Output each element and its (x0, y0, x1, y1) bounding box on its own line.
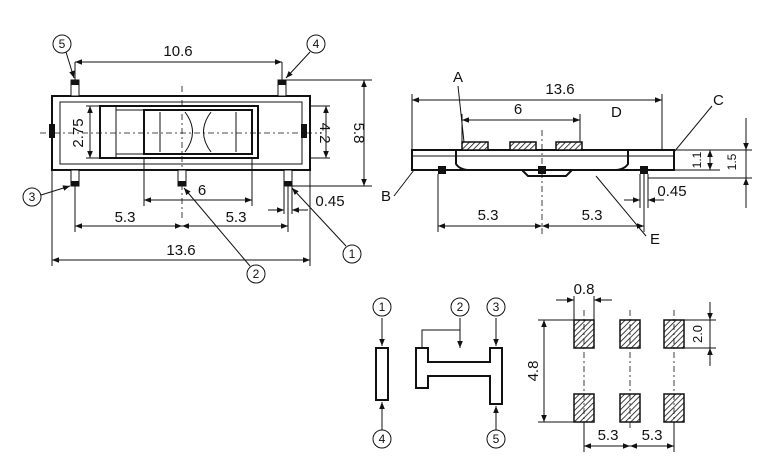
schematic: 1 4 2 3 5 (373, 298, 505, 448)
side-pin-mid (538, 166, 546, 174)
footprint: 0.8 2.0 4.8 5.3 5.3 (525, 281, 716, 452)
side-bump-right (556, 142, 582, 150)
side-view: 13.6 6 5.3 5.3 0.45 1.1 1.5 A B C (381, 69, 752, 248)
dim-side-5-3-left: 5.3 (478, 207, 499, 224)
dim-side-1-5: 1.5 (725, 153, 739, 170)
callout-pin-2: 2 (184, 188, 265, 283)
dim-fp-5-3-left: 5.3 (598, 427, 619, 444)
dim-side-0-45: 0.45 (657, 183, 686, 200)
side-bump-left (462, 142, 488, 150)
svg-text:5: 5 (59, 37, 66, 51)
top-right-tab (301, 124, 307, 138)
side-actuator-base (456, 150, 628, 170)
dim-side-1-1: 1.1 (690, 151, 704, 168)
schematic-contact-1-4 (376, 348, 388, 400)
dim-top-4-2: 4.2 (316, 123, 333, 144)
callout-b: B (381, 188, 391, 205)
dim-row-4-8: 4.8 (525, 361, 542, 382)
side-bump-mid (510, 142, 536, 150)
dim-top-5-8: 5.8 (350, 123, 367, 144)
callout-a: A (453, 69, 463, 86)
svg-text:4: 4 (379, 432, 386, 446)
dim-top-5-3-left: 5.3 (115, 209, 136, 226)
callout-e: E (650, 231, 660, 248)
svg-text:1: 1 (379, 300, 386, 314)
dim-side-6: 6 (514, 101, 522, 118)
dim-top-6: 6 (198, 182, 206, 199)
dim-top-2-75: 2.75 (70, 118, 87, 147)
callout-d: D (611, 104, 622, 121)
svg-text:2: 2 (253, 267, 260, 281)
top-actuator (144, 110, 252, 154)
dim-top-13-6: 13.6 (166, 242, 195, 259)
schematic-contact-2-3-5 (416, 348, 502, 404)
dim-top-10-6: 10.6 (163, 43, 192, 60)
dim-top-5-3-right: 5.3 (226, 209, 247, 226)
dim-top-0-45: 0.45 (315, 193, 344, 210)
dim-pad-0-8: 0.8 (574, 281, 595, 298)
top-actuator-grip (160, 112, 236, 152)
svg-text:3: 3 (29, 190, 36, 204)
dim-fp-5-3-right: 5.3 (642, 427, 663, 444)
callout-c: C (713, 92, 724, 109)
callout-pin-1: 1 (292, 188, 361, 263)
dim-pad-2-0: 2.0 (690, 325, 705, 343)
side-pin-left (438, 166, 446, 174)
svg-text:5: 5 (493, 432, 500, 446)
callout-pin-4: 4 (286, 35, 325, 78)
dim-side-5-3-right: 5.3 (582, 207, 603, 224)
svg-text:3: 3 (493, 300, 500, 314)
top-slot (100, 106, 258, 158)
svg-text:4: 4 (313, 37, 320, 51)
callout-pin-3: 3 (23, 185, 70, 206)
dim-side-13-6: 13.6 (545, 81, 574, 98)
top-left-tab (49, 124, 55, 138)
svg-text:1: 1 (349, 247, 356, 261)
callout-pin-5: 5 (53, 35, 75, 78)
svg-text:2: 2 (457, 300, 464, 314)
top-view: 10.6 2.75 4.2 5.8 6 5.3 5.3 0.45 (23, 35, 372, 283)
side-pin-right (640, 166, 648, 174)
top-body-inner (60, 102, 302, 164)
